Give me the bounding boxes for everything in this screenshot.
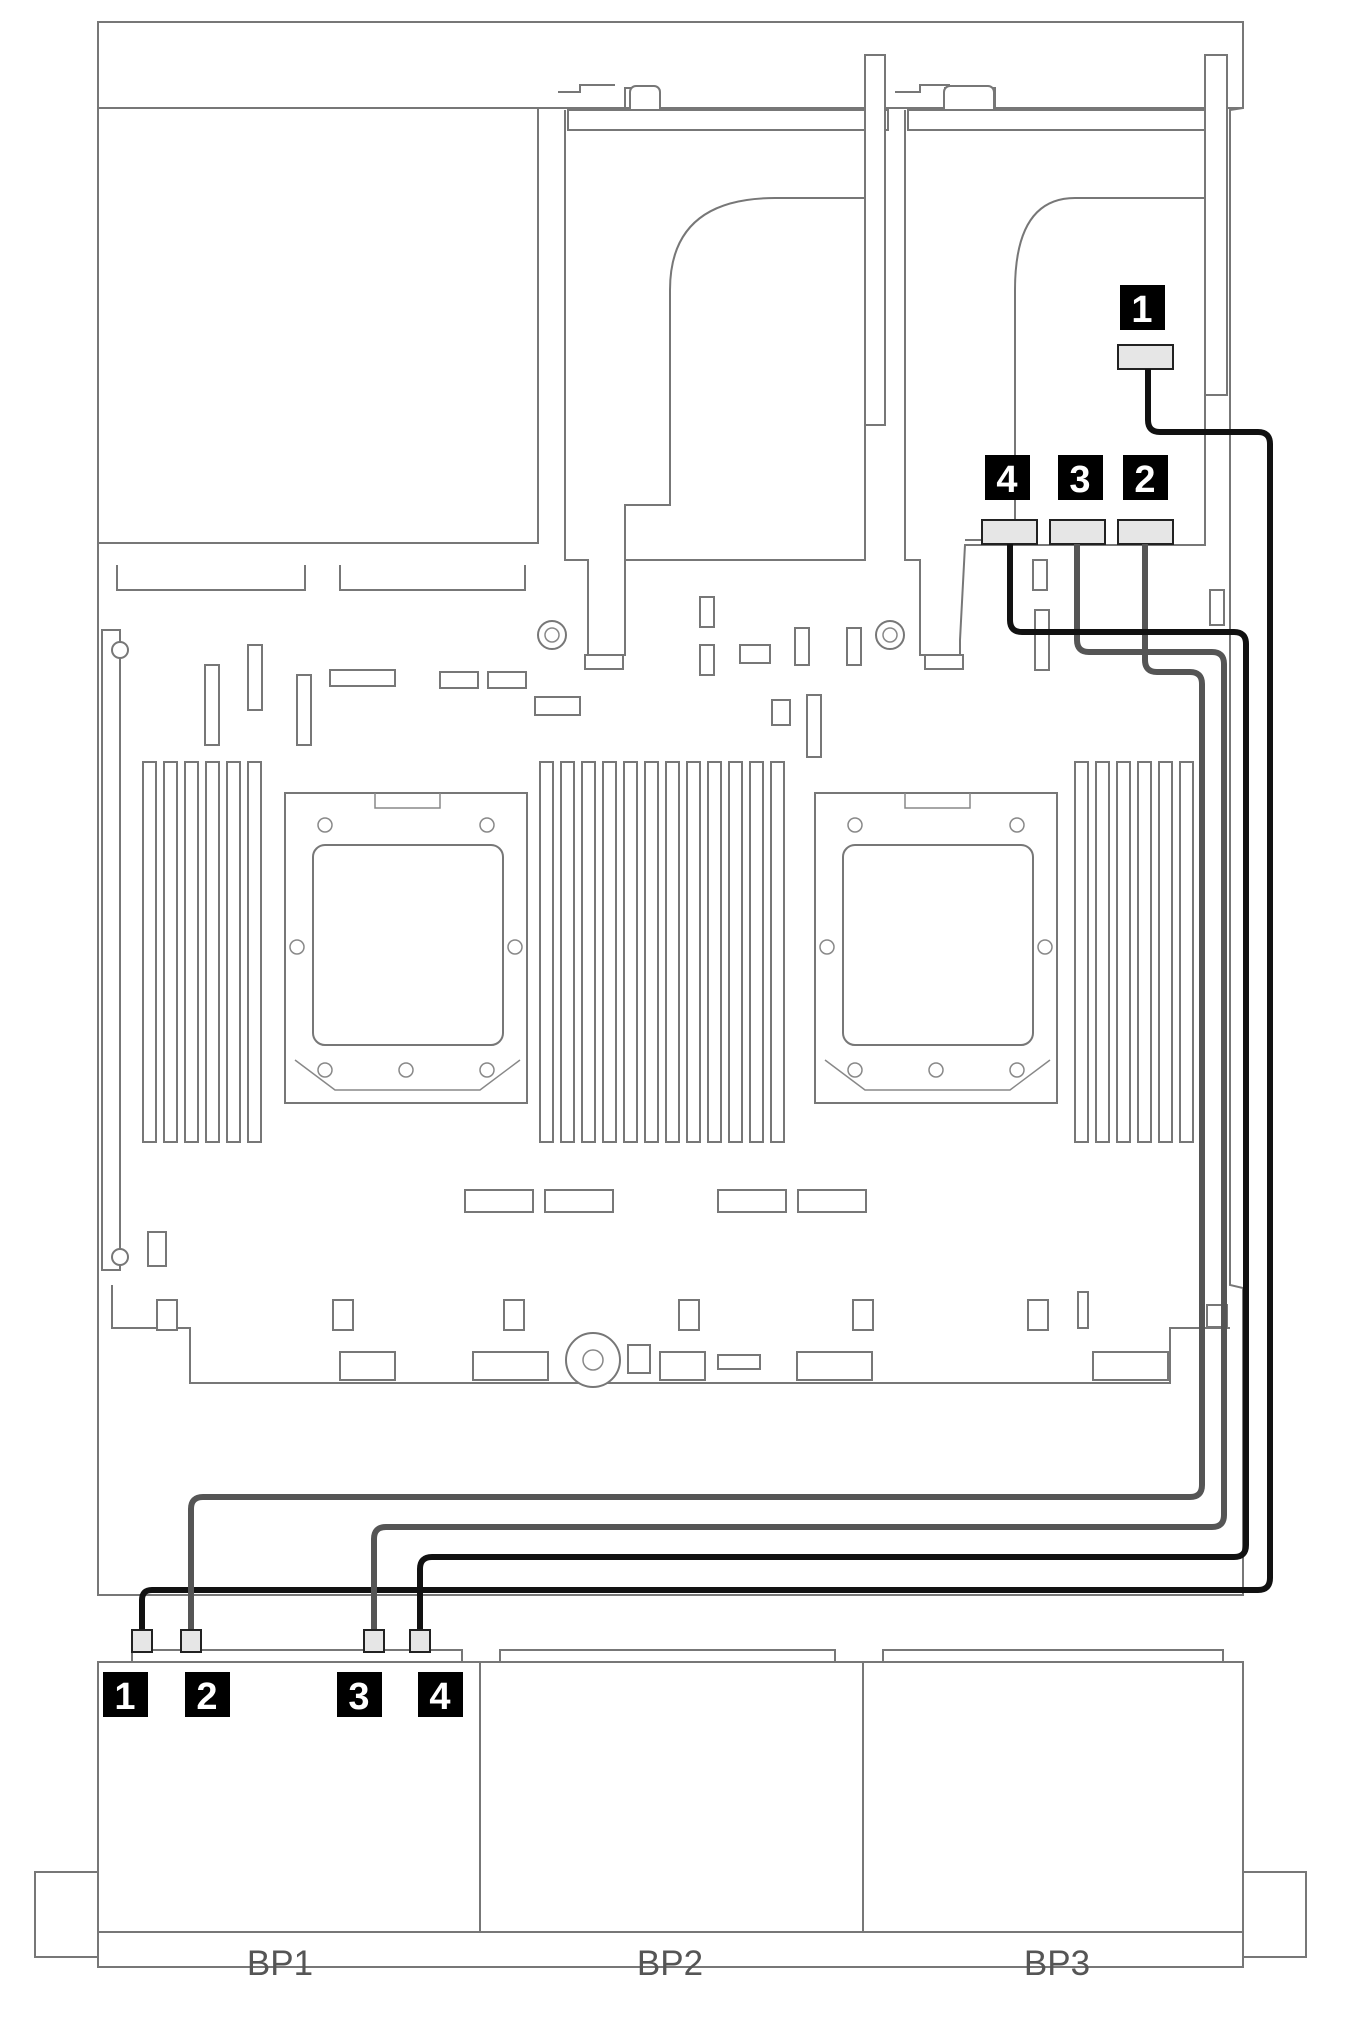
- bp3-label: BP3: [1024, 1944, 1090, 1983]
- bp1-port-4: [409, 1629, 431, 1653]
- riser-ports: [981, 344, 1174, 545]
- riser-callout-2-text: 2: [1134, 459, 1155, 501]
- riser-port-2: [1117, 519, 1174, 545]
- bp-callout-3-text: 3: [348, 1676, 369, 1718]
- bp-callouts: 1 2 3 4: [103, 1672, 463, 1718]
- upper-left-bay: [97, 107, 539, 544]
- riser-callout-3: 3: [1058, 455, 1103, 501]
- backplane-labels: BP1 BP2 BP3: [247, 1944, 1090, 1983]
- riser-port-4: [981, 519, 1038, 545]
- bottom-connectors: [156, 1291, 1228, 1388]
- bp1-label: BP1: [247, 1944, 313, 1983]
- board-connectors: [147, 559, 1225, 1267]
- riser-callout-2: 2: [1123, 455, 1168, 501]
- bp1-port-1: [131, 1629, 153, 1653]
- processor-socket-1: [284, 792, 528, 1104]
- riser-callout-4: 4: [985, 455, 1030, 501]
- riser-callout-4-text: 4: [996, 459, 1017, 501]
- bp1-port-2: [180, 1629, 202, 1653]
- cables: [139, 369, 1273, 1630]
- bp-callout-2: 2: [185, 1672, 230, 1718]
- riser-callout-1: 1: [1120, 285, 1165, 331]
- dimm-bank-2: [539, 761, 785, 1143]
- riser-callout-1-text: 1: [1131, 289, 1152, 331]
- cable-3: [371, 544, 1227, 1630]
- system-board: [101, 565, 1230, 1384]
- dimm-bank-3: [1074, 761, 1194, 1143]
- riser-port-3: [1049, 519, 1106, 545]
- dimm-bank-1: [142, 761, 262, 1143]
- riser-callout-3-text: 3: [1069, 459, 1090, 501]
- mid-connectors: [464, 1189, 867, 1213]
- riser-2: [875, 54, 1228, 670]
- backplane-bays: [98, 1662, 1243, 1933]
- riser-port-1: [1117, 344, 1174, 370]
- bp-callout-2-text: 2: [196, 1676, 217, 1718]
- cable-2: [188, 544, 1205, 1630]
- bp1-port-3: [363, 1629, 385, 1653]
- bp-callout-1-text: 1: [114, 1676, 135, 1718]
- bp-callout-3: 3: [337, 1672, 382, 1718]
- bp2-label: BP2: [637, 1944, 703, 1983]
- riser-1: [537, 54, 889, 670]
- bp-callout-4-text: 4: [429, 1676, 450, 1718]
- riser-callouts: 1 4 3 2: [985, 285, 1168, 501]
- processor-socket-2: [814, 792, 1058, 1104]
- cable-1: [139, 369, 1273, 1630]
- bp-callout-1: 1: [103, 1672, 148, 1718]
- cable-4: [417, 544, 1249, 1630]
- bp-connectors: [131, 1629, 1224, 1663]
- bp-callout-4: 4: [418, 1672, 463, 1718]
- dimm-slots: [142, 761, 1194, 1143]
- chassis: [34, 21, 1307, 1968]
